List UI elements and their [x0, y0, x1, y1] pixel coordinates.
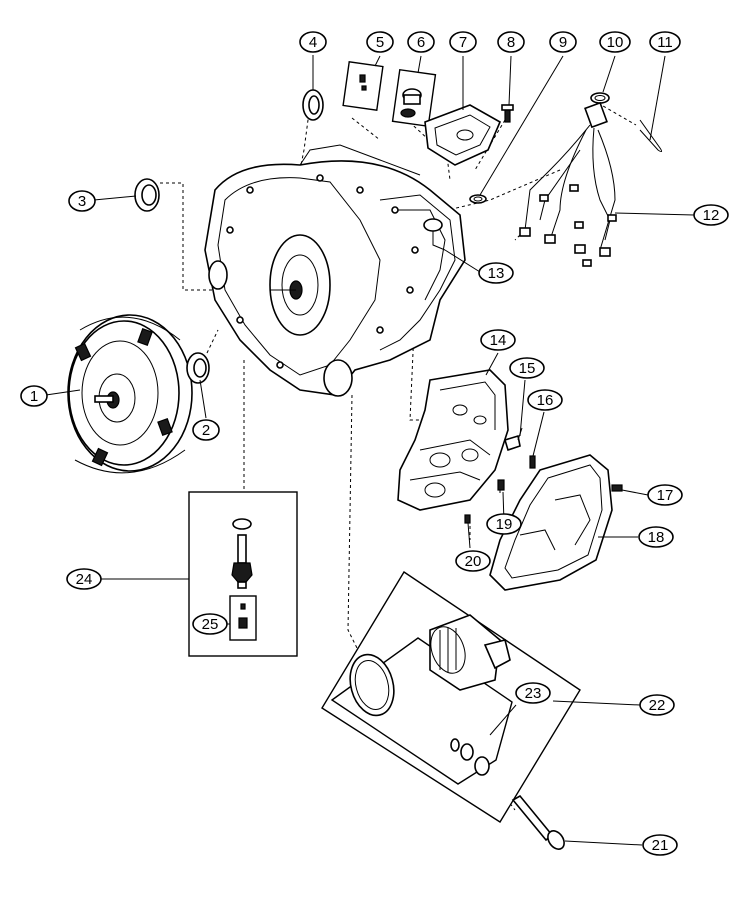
leader-lines [45, 55, 695, 846]
svg-text:4: 4 [309, 34, 317, 51]
svg-text:18: 18 [648, 529, 665, 546]
svg-text:2: 2 [202, 422, 210, 439]
callout-12: 12 [693, 204, 729, 226]
svg-text:5: 5 [376, 34, 384, 51]
callout-5: 5 [366, 31, 394, 53]
callout-21: 21 [642, 834, 678, 856]
part-5-card [342, 61, 384, 111]
callout-1: 1 [20, 385, 48, 407]
svg-text:11: 11 [657, 34, 673, 51]
callout-24: 24 [66, 568, 102, 590]
callout-3: 3 [68, 190, 96, 212]
cooler-kit-box [321, 571, 581, 823]
part-10-oring [590, 92, 610, 104]
callout-14: 14 [480, 329, 516, 351]
svg-text:20: 20 [465, 553, 482, 570]
part-14-valve-body [397, 369, 509, 511]
callout-22: 22 [639, 694, 675, 716]
part-16-bolt [529, 455, 536, 469]
callout-2: 2 [192, 419, 220, 441]
part-11-clip [639, 119, 663, 153]
callout-23: 23 [515, 682, 551, 704]
svg-text:19: 19 [496, 516, 513, 533]
callout-20: 20 [455, 550, 491, 572]
transmission-case [204, 144, 466, 397]
svg-text:12: 12 [703, 207, 720, 224]
svg-text:9: 9 [559, 34, 567, 51]
callout-15: 15 [509, 357, 545, 379]
svg-text:17: 17 [657, 487, 674, 504]
part-25-card [229, 595, 257, 641]
seal-3 [134, 178, 160, 212]
callout-6: 6 [407, 31, 435, 53]
callout-17: 17 [647, 484, 683, 506]
svg-text:16: 16 [537, 392, 554, 409]
svg-text:14: 14 [490, 332, 507, 349]
svg-text:8: 8 [507, 34, 515, 51]
part-9-washer [469, 194, 487, 204]
svg-text:15: 15 [519, 360, 536, 377]
callout-13: 13 [478, 262, 514, 284]
seal-2 [186, 352, 210, 384]
callout-19: 19 [486, 513, 522, 535]
svg-text:7: 7 [459, 34, 467, 51]
callout-18: 18 [638, 526, 674, 548]
part-12-harness [519, 101, 617, 267]
svg-text:22: 22 [649, 697, 666, 714]
part-19-bolt [497, 479, 505, 491]
callout-4: 4 [299, 31, 327, 53]
callout-8: 8 [497, 31, 525, 53]
svg-text:21: 21 [652, 837, 669, 854]
svg-text:3: 3 [78, 193, 86, 210]
svg-text:23: 23 [525, 685, 542, 702]
svg-text:10: 10 [607, 34, 624, 51]
callout-7: 7 [449, 31, 477, 53]
part-8-bolt [501, 104, 514, 123]
callouts: 1 2 3 4 5 6 7 8 9 10 11 12 13 14 15 16 1… [20, 31, 729, 856]
part-15-bracket [504, 427, 523, 452]
seal-4 [302, 89, 324, 121]
part-7-module [424, 104, 502, 166]
callout-25: 25 [192, 613, 228, 635]
svg-text:13: 13 [488, 265, 505, 282]
svg-text:25: 25 [202, 616, 219, 633]
callout-16: 16 [527, 389, 563, 411]
callout-11: 11 [649, 31, 681, 53]
callout-9: 9 [549, 31, 577, 53]
part-20-bolt [464, 514, 471, 524]
part-21-bolt [511, 794, 565, 850]
part-17-bolt [611, 484, 623, 492]
svg-text:6: 6 [417, 34, 425, 51]
part-13-sensor [423, 218, 446, 251]
part-6-card [391, 68, 437, 128]
callout-10: 10 [599, 31, 631, 53]
torque-converter [67, 314, 193, 474]
svg-text:24: 24 [76, 571, 93, 588]
svg-text:1: 1 [30, 388, 38, 405]
